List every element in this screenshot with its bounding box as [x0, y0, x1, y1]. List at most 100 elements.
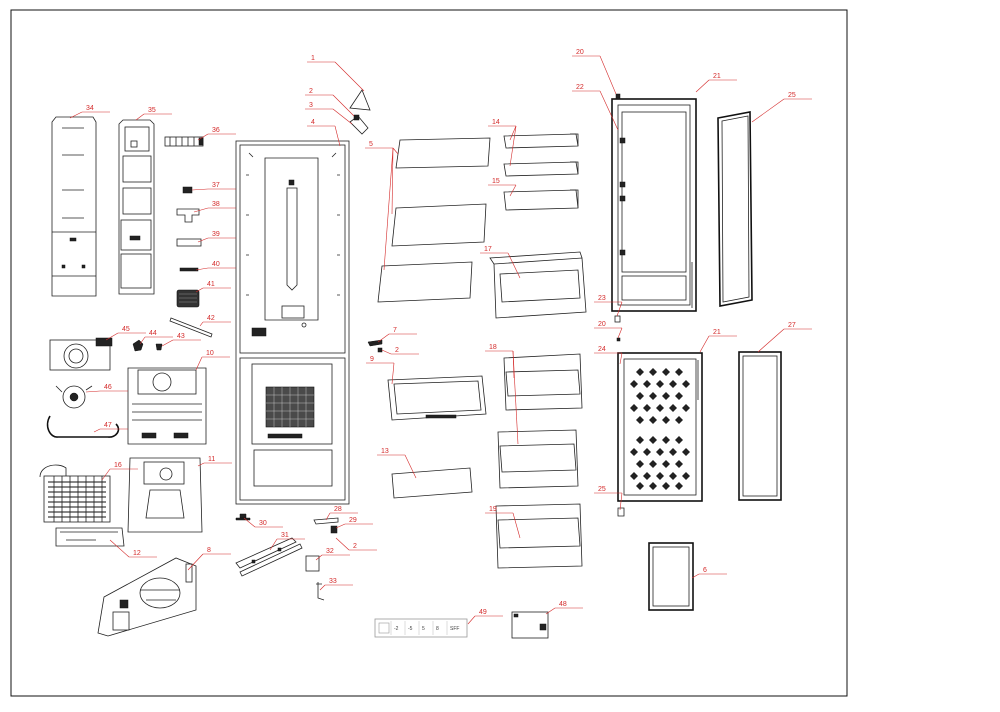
door-pattern-diamond: [636, 460, 644, 468]
door-pattern-diamond: [630, 404, 638, 412]
callout-2: 2: [305, 88, 355, 117]
part-rod: [169, 317, 213, 338]
part-control-board: [511, 611, 549, 639]
callout-8: 8: [187, 547, 231, 571]
leader-line: [315, 554, 323, 561]
callout-label: 11: [208, 456, 215, 463]
callout-10: 10: [195, 350, 230, 371]
callout-20: 20: [594, 321, 623, 339]
callout-17: 17: [480, 246, 521, 279]
callout-36: 36: [197, 127, 236, 141]
door-pattern-diamond: [682, 472, 690, 480]
leader-line: [135, 113, 145, 121]
panel-key-label: 5: [422, 626, 425, 632]
leader-line: [69, 111, 83, 119]
leader-line: [334, 125, 341, 147]
callout-label: 4: [311, 119, 315, 126]
callout-22: 22: [572, 84, 619, 131]
part-leveling-foot: [235, 513, 251, 521]
leader-line: [191, 188, 209, 191]
callout-34: 34: [69, 105, 110, 119]
callout-44: 44: [139, 330, 173, 345]
panel-key-label: -5: [408, 626, 413, 632]
callout-47: 47: [93, 422, 128, 433]
leader-line: [195, 356, 203, 371]
door-pattern-diamond: [682, 448, 690, 456]
door-pattern-diamond: [649, 482, 657, 490]
part-evaporator-cover-lower: [127, 457, 203, 533]
callout-label: 6: [703, 567, 707, 574]
callout-14: 14: [488, 119, 517, 167]
leader-line: [616, 301, 623, 317]
leader-line: [161, 339, 174, 347]
part-glass-shelf-b: [391, 203, 487, 247]
callout-label: 12: [133, 550, 141, 557]
door-pattern-diamond: [656, 404, 664, 412]
callout-23: 23: [594, 295, 623, 317]
door-pattern-diamond: [662, 416, 670, 424]
leader-line: [332, 108, 353, 125]
door-pattern-diamond: [675, 460, 683, 468]
callout-label: 1: [311, 55, 315, 62]
callout-label: 46: [104, 384, 112, 391]
door-pattern-diamond: [675, 436, 683, 444]
callout-20: 20: [572, 49, 617, 95]
door-pattern-diamond: [669, 404, 677, 412]
callout-label: 41: [207, 281, 215, 288]
leader-line: [139, 336, 146, 345]
callout-label: 44: [149, 330, 157, 337]
door-pattern-diamond: [636, 482, 644, 490]
part-fridge-gasket: [717, 111, 753, 307]
part-bottom-rail: [235, 537, 303, 577]
leader-line: [197, 462, 205, 467]
callout-label: 29: [349, 517, 357, 524]
callout-33: 33: [319, 578, 353, 591]
callout-40: 40: [195, 261, 236, 271]
part-door-bin-15: [503, 189, 579, 211]
callout-label: 21: [713, 329, 721, 336]
callout-43: 43: [161, 333, 201, 347]
callout-24: 24: [594, 346, 623, 365]
leader-line: [197, 133, 209, 141]
leader-line: [509, 125, 517, 167]
callout-label: 2: [309, 88, 313, 95]
leader-line: [757, 328, 785, 353]
callout-label: 23: [598, 295, 606, 302]
leader-line: [695, 79, 710, 93]
leader-line: [193, 207, 209, 213]
leader-line: [101, 468, 111, 481]
leader-line: [509, 184, 517, 197]
callout-label: 20: [598, 321, 606, 328]
door-pattern-diamond: [649, 460, 657, 468]
callout-label: 33: [329, 578, 337, 585]
part-door-bin-14a: [503, 133, 579, 149]
leader-line: [93, 428, 101, 433]
callout-7: 7: [377, 327, 417, 343]
leader-line: [243, 517, 256, 528]
leader-line: [467, 615, 476, 625]
part-pin-20: [616, 337, 621, 342]
part-freezer-drawer-b: [497, 429, 579, 489]
callout-label: 36: [212, 127, 220, 134]
callout-label: 37: [212, 182, 220, 189]
leader-line: [691, 573, 700, 579]
door-pattern-diamond: [649, 368, 657, 376]
part-cover-glass: [391, 467, 473, 499]
door-pattern-diamond: [675, 416, 683, 424]
callout-46: 46: [85, 384, 128, 393]
part-hinge-block-29: [330, 525, 338, 534]
part-door-bin-14b: [503, 161, 579, 177]
door-pattern-diamond: [636, 416, 644, 424]
part-fridge-door: [611, 93, 697, 312]
part-freezer-drawer-c: [495, 503, 583, 569]
door-pattern-diamond: [656, 448, 664, 456]
callout-6: 6: [691, 567, 727, 579]
door-pattern-diamond: [649, 392, 657, 400]
callout-label: 47: [104, 422, 112, 429]
callout-label: 5: [369, 141, 373, 148]
part-bracket-32: [305, 555, 320, 572]
leader-line: [599, 90, 619, 131]
callout-29: 29: [335, 517, 373, 529]
door-pattern-diamond: [675, 368, 683, 376]
callout-label: 43: [177, 333, 185, 340]
